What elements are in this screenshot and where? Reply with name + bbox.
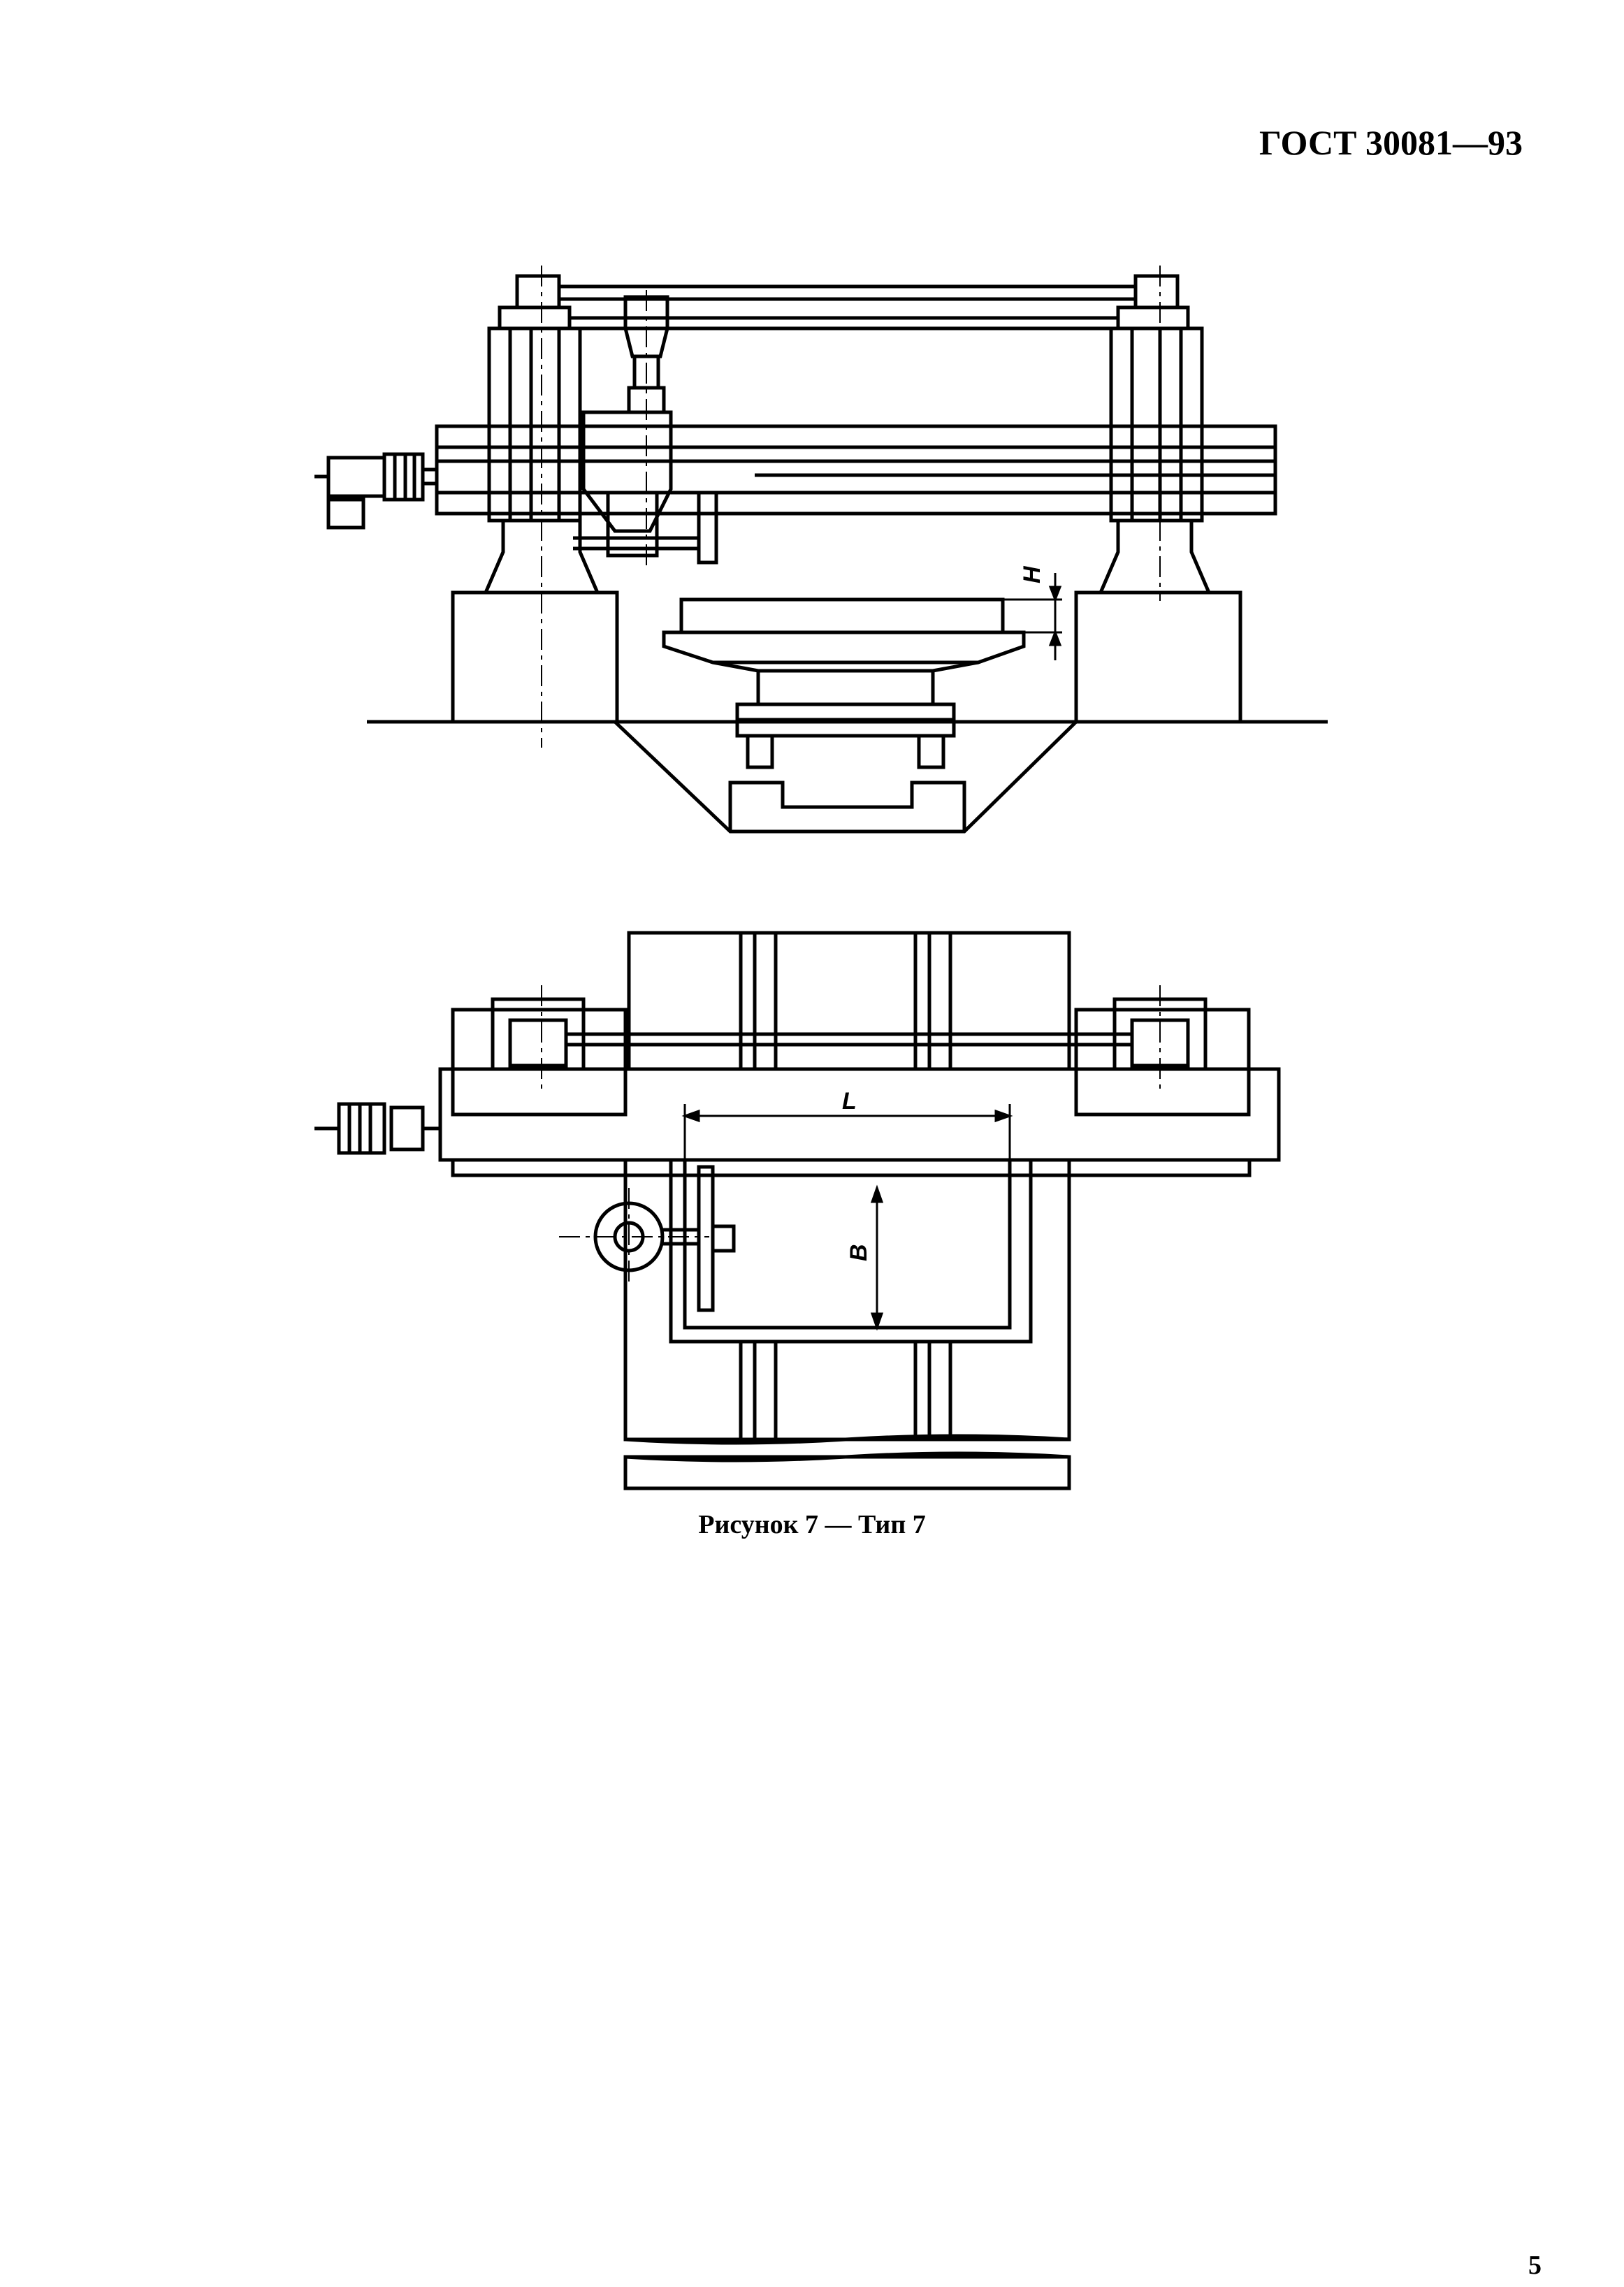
left-motor (314, 452, 437, 530)
dimension-l (681, 1104, 1013, 1160)
left-column-top (515, 274, 561, 310)
front-view: H (314, 266, 1328, 834)
dimension-h-label: H (1019, 565, 1045, 583)
right-guide (917, 734, 945, 769)
rail-head (573, 295, 718, 565)
work-table (662, 597, 1026, 769)
cross-rail (435, 424, 1277, 516)
pit-base (728, 781, 966, 832)
bed-frame (623, 1158, 1071, 1442)
page-number: 5 (1528, 2251, 1542, 2280)
left-motor-top (314, 1102, 440, 1155)
figure-caption: Рисунок 7 — Тип 7 (698, 1510, 926, 1539)
table-top (662, 630, 1026, 665)
dimension-l-label: L (842, 1088, 857, 1115)
document-header: ГОСТ 30081—93 (1259, 123, 1523, 162)
table-bed (756, 669, 935, 706)
right-column-cap (1116, 305, 1190, 331)
dimension-b-label: B (846, 1244, 872, 1261)
left-platform (451, 1008, 628, 1117)
left-base-block (451, 590, 619, 724)
break-line (625, 1434, 1070, 1445)
foundation-pit (614, 720, 1078, 834)
dimension-b (870, 1184, 884, 1331)
right-column-top (1133, 274, 1180, 310)
workpiece (679, 597, 1005, 634)
dimension-h (1003, 573, 1062, 660)
back-housing (627, 931, 1071, 1071)
left-column-cap (498, 305, 572, 331)
right-platform (1074, 1008, 1251, 1117)
right-base-block (1074, 590, 1242, 724)
left-guide (746, 734, 774, 769)
right-pedestal (1098, 518, 1212, 595)
top-view: L B (314, 931, 1281, 1490)
